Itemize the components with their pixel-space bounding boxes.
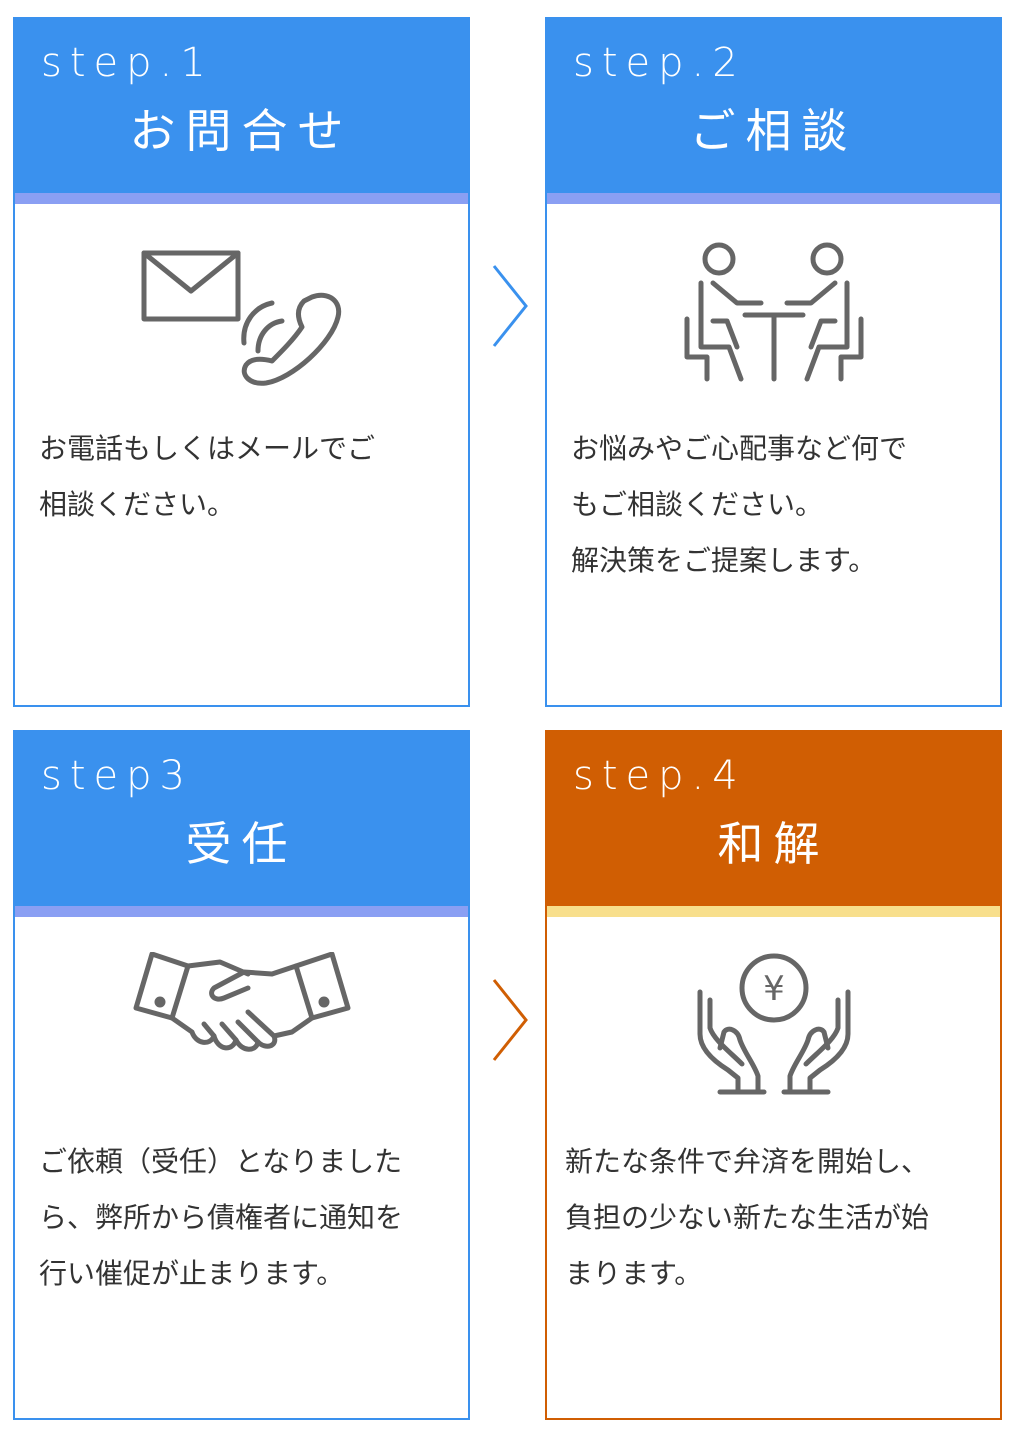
handshake-icon [15,952,468,1122]
step-card-3: step3 受任 ご依頼（受任）となりました ら、弊所から債権者に通知を 行い催… [13,730,470,1420]
step-header-3: step3 受任 [13,730,470,906]
step-description: お悩みやご心配事など何で もご相談ください。 解決策をご提案します。 [571,432,908,577]
header-underline [547,193,1000,204]
yen-symbol: ¥ [763,969,785,1009]
step-description: 新たな条件で弁済を開始し、 負担の少ない新たな生活が始 まります。 [565,1145,930,1290]
chevron-right-icon [492,265,528,347]
step-title: 受任 [185,817,298,871]
step-card-4: step.4 和解 ¥ 新たな条件で弁済を開始し、 負担の少ない新たな生活が始 … [545,730,1002,1420]
yen-hands-icon: ¥ [547,952,1000,1122]
step-title: ご相談 [689,104,858,158]
step-description: ご依頼（受任）となりました ら、弊所から債権者に通知を 行い催促が止まります。 [39,1145,404,1290]
step-title: 和解 [717,817,830,871]
step-label: step.1 [41,40,214,86]
step-title: お問合せ [129,104,354,158]
step-card-2: step.2 ご相談 お悩みやご心配事など何で もご相談ください。 解決策をご提… [545,17,1002,707]
step-card-1: step.1 お問合せ お電話もしくはメールでご 相談ください。 [13,17,470,707]
mail-phone-icon [15,239,468,409]
step-description: お電話もしくはメールでご 相談ください。 [39,432,376,521]
step-label: step3 [41,753,193,799]
step-label: step.4 [573,753,746,799]
step-header-2: step.2 ご相談 [545,17,1002,193]
header-underline [15,193,468,204]
header-underline [15,906,468,917]
header-underline [547,906,1000,917]
step-label: step.2 [573,40,746,86]
step-header-1: step.1 お問合せ [13,17,470,193]
step-header-4: step.4 和解 [545,730,1002,906]
chevron-right-icon [492,979,528,1061]
consultation-icon [547,239,1000,409]
